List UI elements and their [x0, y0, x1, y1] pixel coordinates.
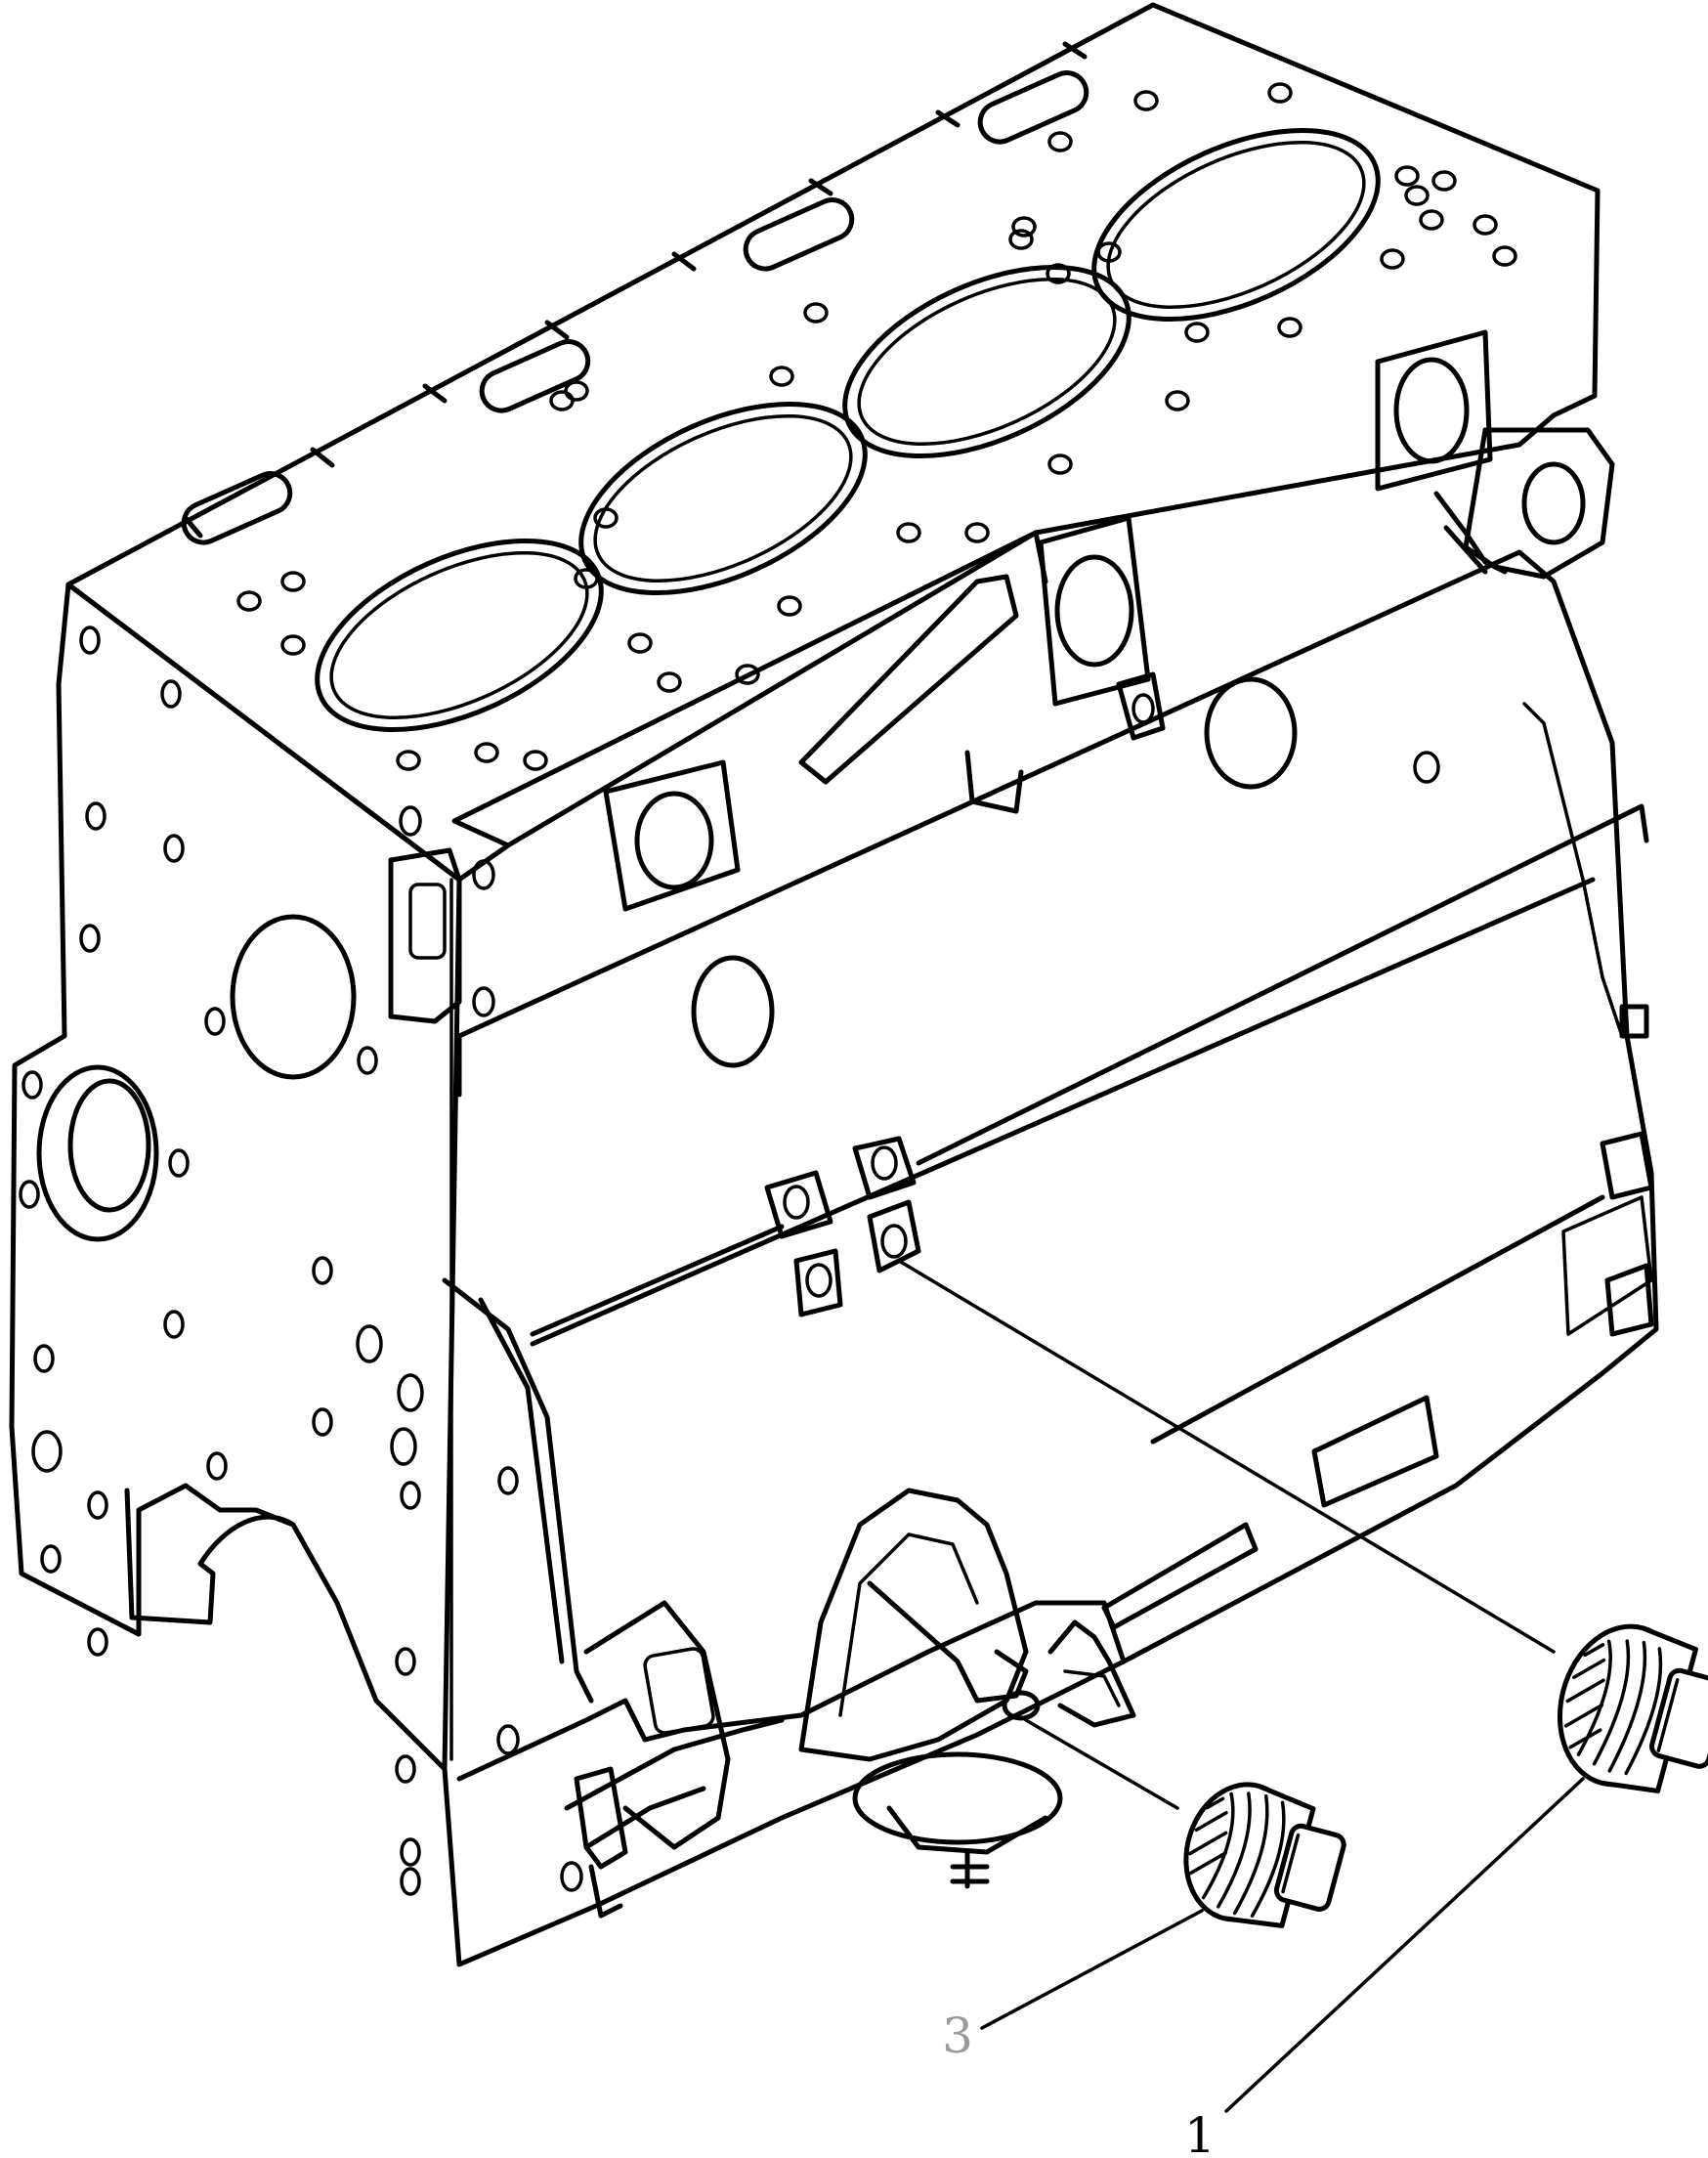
cylinder-bores — [315, 127, 1381, 733]
leader-line-callout-1 — [1224, 1777, 1585, 2113]
side-face-upper-edge — [456, 549, 1630, 1039]
drain-plug-right — [1557, 1623, 1708, 1793]
leader-line-to-strainer — [1024, 1718, 1179, 1810]
top-deck-outline — [65, 2, 1601, 883]
pad-bracket — [1116, 671, 1166, 741]
oil-strainer-housing — [798, 1488, 1136, 1889]
side-pads — [603, 329, 1615, 912]
front-plate-cutout — [124, 1488, 296, 1625]
side-long-slot — [798, 574, 1019, 785]
front-plate-outline — [9, 582, 462, 1772]
front-bore-large-inner — [67, 1078, 151, 1213]
leader-lines — [897, 1259, 1585, 2113]
side-rail-upper — [456, 803, 1649, 1166]
side-lower-slot — [1311, 1395, 1439, 1508]
oil-pan-flange — [456, 1600, 1127, 1782]
deck-bolt-holes — [236, 82, 1517, 771]
callout-1-label: 1 — [1184, 2107, 1216, 2158]
side-lower-slot-2 — [1101, 1522, 1259, 1630]
side-bore-upper — [1204, 676, 1298, 790]
side-rail-mid — [530, 877, 1596, 1347]
front-bore-upper — [230, 914, 357, 1080]
flange-hole-1 — [496, 1724, 520, 1755]
lower-web-rim-2 — [583, 1600, 731, 1850]
leader-line-callout-3 — [980, 1909, 1204, 2030]
leader-line-to-boss — [897, 1259, 1556, 1654]
deck-back-ridges — [183, 41, 1088, 539]
front-bore-large — [36, 1064, 159, 1242]
oil-pan-flange-inner — [564, 1717, 785, 1850]
side-small-hole — [1413, 751, 1440, 784]
front-plate-boss — [388, 847, 462, 1024]
drain-plug-lower — [1183, 1782, 1346, 1928]
side-rail-lower — [1150, 1194, 1605, 1445]
cylinder-block — [9, 2, 1659, 1967]
flange-hole-2 — [560, 1861, 583, 1892]
callout-3-label: 3 — [942, 2007, 973, 2064]
side-face-crease — [1522, 702, 1624, 1038]
lower-front-bracket — [574, 1766, 628, 1919]
side-bore-lower — [691, 955, 775, 1068]
lower-web-rim — [442, 1277, 594, 1704]
side-pipe-stub — [964, 750, 1024, 814]
side-right-bosses — [1600, 1131, 1654, 1337]
deck-coolant-slots — [181, 70, 1089, 545]
web-window — [643, 1647, 715, 1735]
bearing-bosses — [764, 1136, 921, 1317]
side-rail-lower-2 — [1561, 1195, 1653, 1336]
front-plate-holes — [19, 626, 519, 1896]
